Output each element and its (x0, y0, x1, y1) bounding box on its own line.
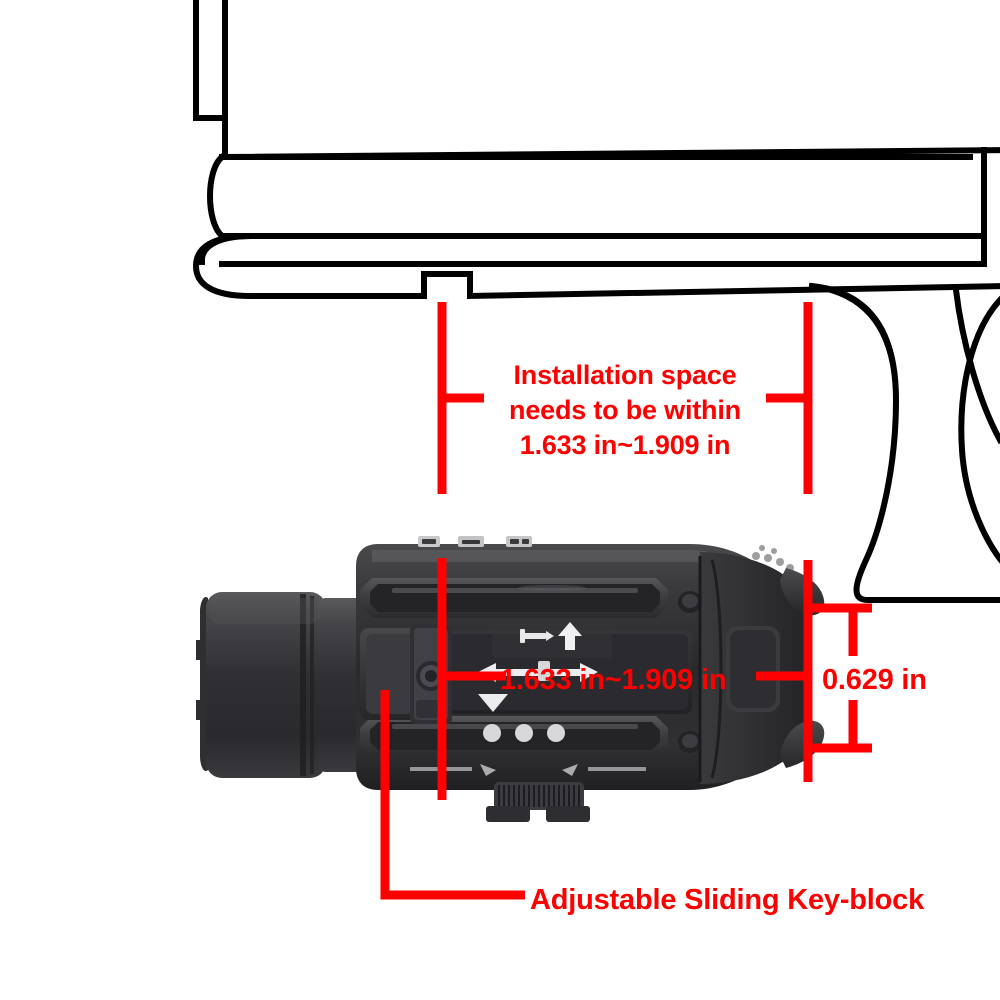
rear-sight (193, 0, 228, 121)
screw-tighten-arrow-icon (492, 618, 612, 658)
tail-switch-paddles (698, 552, 825, 784)
dustcover-nose-outer (192, 232, 254, 300)
trigger-guard (808, 282, 1000, 603)
flashlight-head-bezel (196, 592, 364, 778)
height-dimension-label: 0.629 in (822, 664, 927, 696)
slide-front-serration (207, 152, 227, 241)
grip-front-strap (952, 286, 1000, 445)
keyblock-callout-label: Adjustable Sliding Key-block (530, 884, 925, 916)
knurled-thumb-wheel (486, 782, 590, 822)
tail-texture (752, 545, 794, 572)
keyblock-leader (380, 690, 525, 900)
width-dimension-label: 1.633 in~1.909 in (500, 664, 727, 696)
side-screw-bosses (678, 591, 702, 753)
grip-rear (958, 295, 1000, 564)
installation-note-line-2: needs to be within (509, 395, 741, 426)
down-triangle-icon (478, 694, 508, 712)
dustcover-bottom-rail (247, 271, 1000, 300)
installation-space-note: Installation space needs to be within 1.… (470, 358, 780, 463)
top-edge-lugs (418, 536, 532, 547)
installation-note-line-1: Installation space (513, 360, 737, 390)
three-indicator-dots (483, 724, 565, 742)
installation-note-line-3: 1.633 in~1.909 in (519, 430, 731, 461)
